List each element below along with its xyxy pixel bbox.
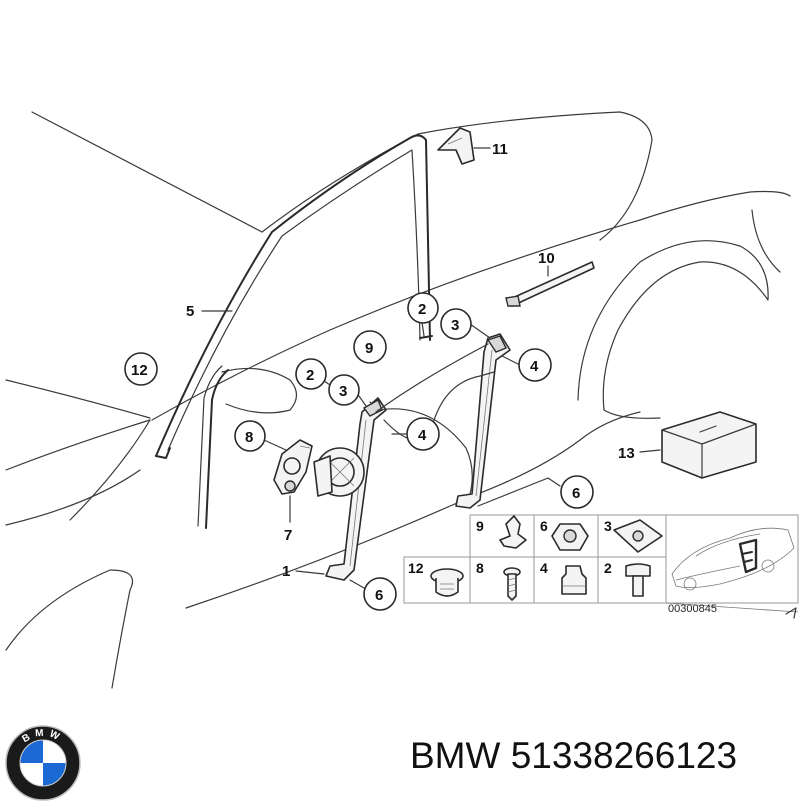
svg-text:12: 12: [408, 560, 424, 576]
car-thumbnail-cell: [665, 514, 799, 604]
svg-text:2: 2: [306, 367, 314, 384]
svg-text:6: 6: [375, 587, 383, 604]
box-part-13: [639, 411, 757, 479]
label-10: 10: [538, 250, 555, 267]
svg-text:4: 4: [540, 560, 548, 576]
corner-trim-part-11: [437, 127, 491, 165]
callout-3-mid: 3: [328, 374, 360, 406]
svg-text:9: 9: [476, 518, 484, 534]
window-frame: [155, 134, 433, 529]
callout-3-top: 3: [440, 308, 472, 340]
window-regulator: [313, 333, 511, 581]
callout-2-top: 2: [407, 292, 439, 324]
svg-text:9: 9: [365, 340, 373, 357]
svg-text:12: 12: [131, 362, 148, 379]
hex-nut-icon: [551, 523, 589, 551]
label-1: 1: [282, 563, 290, 580]
svg-text:8: 8: [476, 560, 484, 576]
callout-6-right: 6: [560, 475, 594, 509]
bmw-logo: BMW: [5, 725, 81, 801]
clip-icon: [499, 515, 527, 549]
screw-icon: [503, 567, 521, 601]
regulator-motor: [273, 439, 313, 523]
clip-nut-icon: [613, 519, 663, 553]
label-5: 5: [186, 303, 194, 320]
callout-8: 8: [234, 420, 266, 452]
svg-text:6: 6: [572, 485, 580, 502]
weather-strip-part-10: [505, 261, 595, 307]
small-parts-grid: 9 6 3 12 8 4 2: [403, 514, 799, 619]
label-11: 11: [492, 141, 508, 158]
svg-text:4: 4: [530, 358, 539, 375]
svg-text:3: 3: [339, 383, 347, 400]
svg-text:6: 6: [540, 518, 548, 534]
svg-text:3: 3: [604, 518, 612, 534]
callout-12: 12: [124, 352, 158, 386]
callout-9: 9: [353, 330, 387, 364]
label-13: 13: [618, 445, 635, 462]
car-body-outline: [5, 111, 791, 689]
svg-text:3: 3: [451, 317, 459, 334]
bolt-icon: [625, 563, 651, 597]
svg-text:4: 4: [418, 427, 427, 444]
reference-code: 00300845: [668, 603, 717, 615]
nut-insert-icon: [561, 565, 587, 595]
callout-2-mid: 2: [295, 358, 327, 390]
label-7: 7: [284, 527, 292, 544]
plug-icon: [430, 568, 464, 597]
svg-text:2: 2: [604, 560, 612, 576]
car-thumbnail: [671, 527, 795, 591]
leader-1: [295, 570, 325, 575]
callout-4-right: 4: [518, 348, 552, 382]
callout-6-bottom: 6: [363, 577, 397, 611]
part-number-caption: BMW 51338266123: [410, 735, 738, 776]
callout-4-center: 4: [406, 417, 440, 451]
arrow-icon: [785, 607, 797, 619]
svg-text:8: 8: [245, 429, 253, 446]
svg-text:2: 2: [418, 301, 426, 318]
